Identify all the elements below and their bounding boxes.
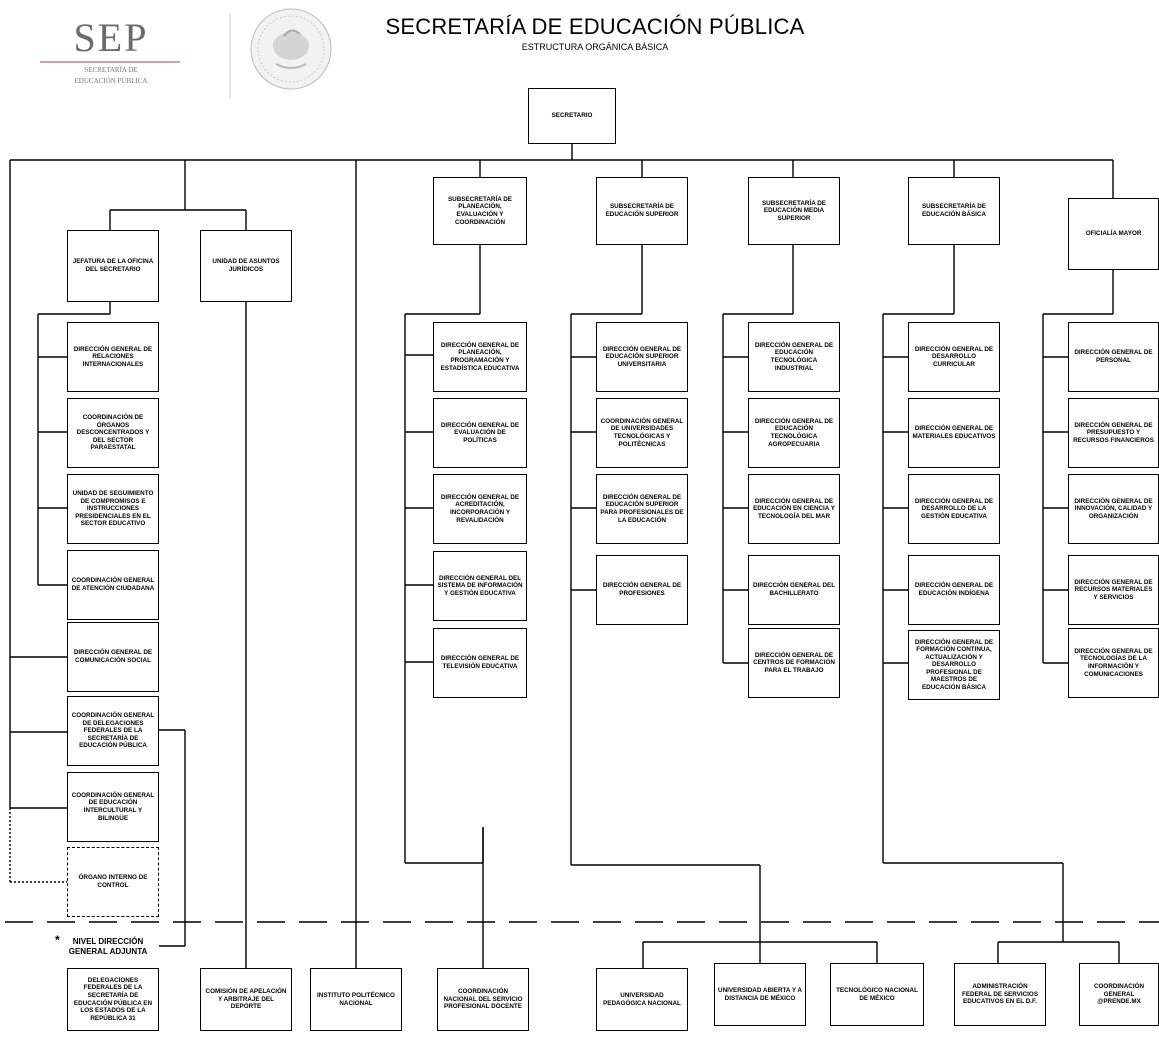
box-s2: COORDINACIÓN GENERAL DE UNIVERSIDADES TE… bbox=[596, 398, 688, 468]
box-juridicos: UNIDAD DE ASUNTOS JURÍDICOS bbox=[200, 230, 292, 302]
box-m1: DIRECCIÓN GENERAL DE EDUCACIÓN TECNOLÓGI… bbox=[748, 322, 840, 392]
box-b1: DIRECCIÓN GENERAL DE DESARROLLO CURRICUL… bbox=[908, 322, 1000, 392]
page-subtitle: ESTRUCTURA ORGÁNICA BÁSICA bbox=[521, 42, 669, 52]
box-x8: ADMINISTRACIÓN FEDERAL DE SERVICIOS EDUC… bbox=[954, 963, 1046, 1026]
box-a3: UNIDAD DE SEGUIMIENTO DE COMPROMISOS E I… bbox=[67, 474, 159, 544]
box-x2-visible: COMISIÓN DE APELACIÓN Y ARBITRAJE DEL DE… bbox=[200, 968, 292, 1031]
box-sub-basica: SUBSECRETARÍA DE EDUCACIÓN BÁSICA bbox=[908, 177, 1000, 245]
box-oficialia: OFICIALÍA MAYOR bbox=[1068, 198, 1159, 270]
sep-logo-sub2: EDUCACIÓN PÚBLICA bbox=[74, 77, 148, 85]
sep-logo-sub1: SECRETARÍA DE bbox=[84, 66, 138, 74]
page-title: SECRETARÍA DE EDUCACIÓN PÚBLICA bbox=[385, 14, 805, 39]
box-o3: DIRECCIÓN GENERAL DE INNOVACIÓN, CALIDAD… bbox=[1068, 474, 1159, 544]
box-jefatura: JEFATURA DE LA OFICINA DEL SECRETARIO bbox=[67, 230, 159, 302]
box-s3: DIRECCIÓN GENERAL DE EDUCACIÓN SUPERIOR … bbox=[596, 474, 688, 544]
box-a5: DIRECCIÓN GENERAL DE COMUNICACIÓN SOCIAL bbox=[67, 622, 159, 692]
box-m4: DIRECCIÓN GENERAL DEL BACHILLERATO bbox=[748, 555, 840, 625]
box-x4: COORDINACIÓN NACIONAL DEL SERVICIO PROFE… bbox=[437, 968, 529, 1031]
national-seal-icon bbox=[250, 8, 332, 90]
logo-divider-icon bbox=[40, 61, 180, 63]
box-x7: TECNOLÓGICO NACIONAL DE MÉXICO bbox=[830, 963, 924, 1026]
box-o1: DIRECCIÓN GENERAL DE PERSONAL bbox=[1068, 322, 1159, 392]
box-o4: DIRECCIÓN GENERAL DE RECURSOS MATERIALES… bbox=[1068, 555, 1159, 625]
box-a1: DIRECCIÓN GENERAL DE RELACIONES INTERNAC… bbox=[67, 322, 159, 392]
box-p3: DIRECCIÓN GENERAL DE ACREDITACIÓN, INCOR… bbox=[433, 474, 527, 544]
box-p5: DIRECCIÓN GENERAL DE TELEVISIÓN EDUCATIV… bbox=[433, 628, 527, 698]
sep-logo-text: SEP bbox=[73, 15, 149, 60]
box-sub-superior: SUBSECRETARÍA DE EDUCACIÓN SUPERIOR bbox=[596, 177, 688, 245]
box-m3: DIRECCIÓN GENERAL DE EDUCACIÓN EN CIENCI… bbox=[748, 474, 840, 544]
box-b4: DIRECCIÓN GENERAL DE EDUCACIÓN INDÍGENA bbox=[908, 555, 1000, 625]
box-m5: DIRECCIÓN GENERAL DE CENTROS DE FORMACIÓ… bbox=[748, 628, 840, 698]
box-o5: DIRECCIÓN GENERAL DE TECNOLOGÍAS DE LA I… bbox=[1068, 628, 1159, 698]
box-x5: UNIVERSIDAD PEDAGÓGICA NACIONAL bbox=[596, 968, 688, 1031]
box-a7: COORDINACIÓN GENERAL DE EDUCACIÓN INTERC… bbox=[67, 772, 159, 842]
box-p1: DIRECCIÓN GENERAL DE PLANEACIÓN, PROGRAM… bbox=[433, 322, 527, 392]
note-text: NIVEL DIRECCIÓN GENERAL ADJUNTA bbox=[68, 937, 148, 956]
box-m2: DIRECCIÓN GENERAL DE EDUCACIÓN TECNOLÓGI… bbox=[748, 398, 840, 468]
box-b3: DIRECCIÓN GENERAL DE DESARROLLO DE LA GE… bbox=[908, 474, 1000, 544]
box-sub-planeacion: SUBSECRETARÍA DE PLANEACIÓN, EVALUACIÓN … bbox=[433, 177, 527, 245]
note-star: * bbox=[55, 933, 60, 947]
header-divider-icon bbox=[229, 14, 231, 98]
box-x6: UNIVERSIDAD ABIERTA Y A DISTANCIA DE MÉX… bbox=[714, 963, 806, 1026]
box-o2: DIRECCIÓN GENERAL DE PRESUPUESTO Y RECUR… bbox=[1068, 398, 1159, 468]
box-sub-media: SUBSECRETARÍA DE EDUCACIÓN MEDIA SUPERIO… bbox=[748, 177, 840, 245]
box-a8: ÓRGANO INTERNO DE CONTROL bbox=[67, 847, 159, 917]
box-s1: DIRECCIÓN GENERAL DE EDUCACIÓN SUPERIOR … bbox=[596, 322, 688, 392]
box-p2: DIRECCIÓN GENERAL DE EVALUACIÓN DE POLÍT… bbox=[433, 398, 527, 468]
box-p4: DIRECCIÓN GENERAL DEL SISTEMA DE INFORMA… bbox=[433, 551, 527, 621]
box-x3: INSTITUTO POLITÉCNICO NACIONAL bbox=[310, 968, 402, 1031]
box-x9: COORDINACIÓN GENERAL @PRENDE.MX bbox=[1079, 963, 1159, 1026]
box-secretario: SECRETARIO bbox=[528, 88, 616, 144]
box-b2: DIRECCIÓN GENERAL DE MATERIALES EDUCATIV… bbox=[908, 398, 1000, 468]
box-a2: COORDINACIÓN DE ÓRGANOS DESCONCENTRADOS … bbox=[67, 398, 159, 468]
box-a6: COORDINACIÓN GENERAL DE DELEGACIONES FED… bbox=[67, 696, 159, 766]
box-a4: COORDINACIÓN GENERAL DE ATENCIÓN CIUDADA… bbox=[67, 550, 159, 620]
box-x1: DELEGACIONES FEDERALES DE LA SECRETARÍA … bbox=[67, 968, 159, 1031]
box-s4: DIRECCIÓN GENERAL DE PROFESIONES bbox=[596, 555, 688, 625]
box-b5: DIRECCIÓN GENERAL DE FORMACIÓN CONTINUA,… bbox=[908, 630, 1000, 700]
